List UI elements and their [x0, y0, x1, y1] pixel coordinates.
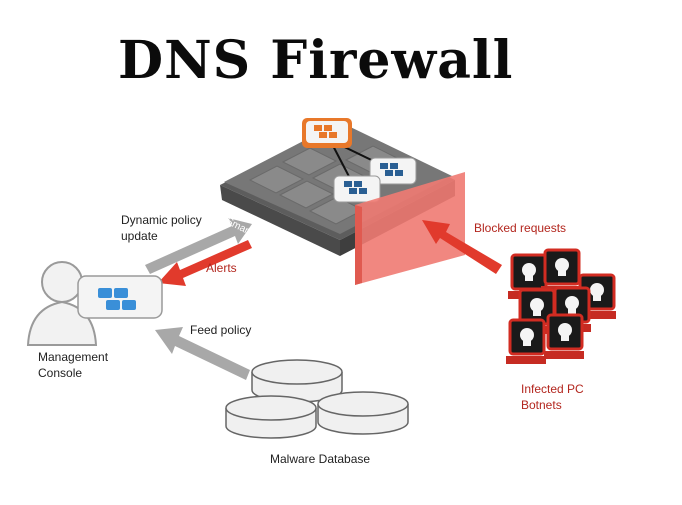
infected-pc-label: Infected PC	[521, 382, 584, 396]
blue-node-left	[333, 175, 381, 203]
malware-database-label: Malware Database	[270, 452, 371, 466]
dynamic-policy-arrow	[145, 218, 252, 274]
dynamic-policy-label-2: update	[121, 229, 158, 243]
orange-node	[302, 118, 352, 148]
blocked-requests-arrow	[422, 220, 502, 274]
dynamic-policy-label: Dynamic policy	[121, 213, 202, 227]
alerts-label: Alerts	[206, 261, 237, 275]
firewall-panel	[355, 172, 465, 285]
infected-pc-icons	[506, 248, 616, 364]
database-icon	[225, 359, 409, 439]
feed-policy-arrow	[155, 327, 250, 380]
blocked-requests-label: Blocked requests	[474, 221, 567, 235]
management-console-label-2: Console	[38, 366, 83, 380]
management-console-label: Management	[38, 350, 109, 364]
page-title: DNS Firewall	[118, 30, 514, 91]
management-console-device	[77, 275, 163, 319]
feed-policy-label: Feed policy	[190, 323, 252, 337]
blue-node-right	[369, 157, 417, 185]
infected-pc-icon	[506, 318, 546, 364]
botnets-label: Botnets	[521, 398, 562, 412]
infected-pc-icon	[544, 313, 584, 359]
alerts-arrow	[158, 240, 252, 286]
